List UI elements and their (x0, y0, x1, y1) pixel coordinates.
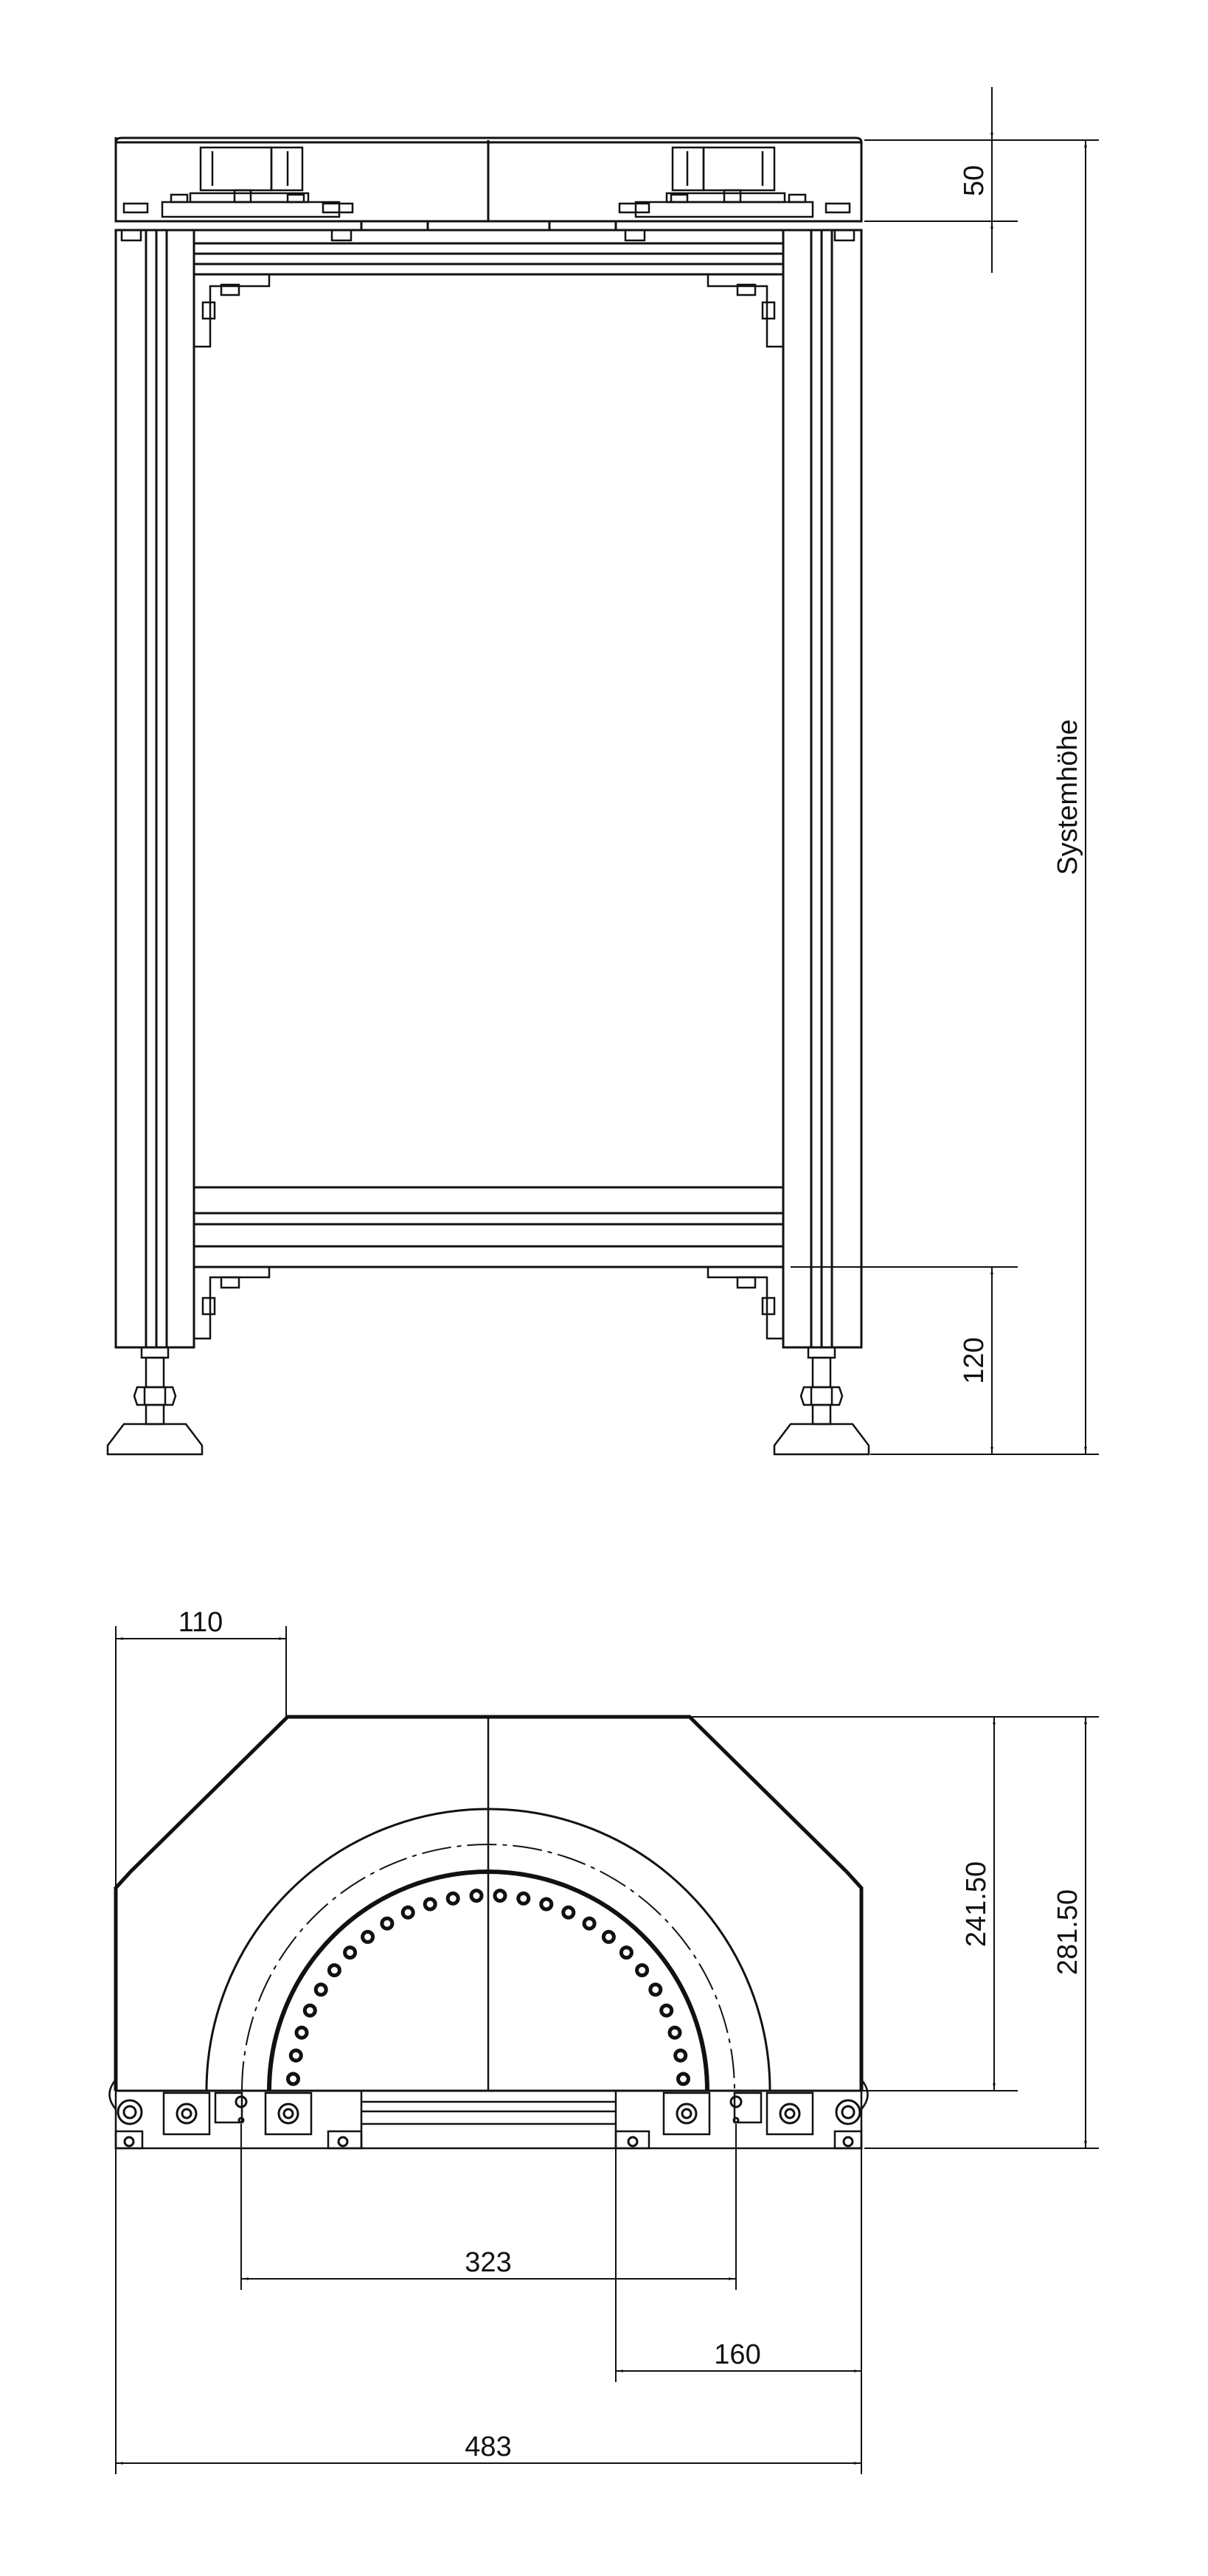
ring-hole (619, 1945, 633, 1960)
lower-brackets (194, 1266, 783, 1340)
base-rail (114, 2089, 863, 2150)
ring-hole (286, 2072, 300, 2086)
ring-hole (539, 1897, 554, 1912)
lower-crossbar (194, 1186, 783, 1268)
ring-inner (267, 1869, 709, 2091)
top-clamp-left (122, 146, 354, 218)
top-plate (114, 136, 863, 232)
right-foot (773, 1346, 870, 1456)
left-foot (106, 1346, 204, 1456)
ring-hole (327, 1963, 341, 1978)
dim-label-281-50: 281.50 (1052, 1889, 1083, 1975)
front-view (106, 136, 870, 1456)
ring-hole (343, 1945, 358, 1960)
ring-hole (659, 2003, 674, 2018)
ring-hole (445, 1891, 460, 1906)
ring-hole (493, 1889, 507, 1903)
ring-hole (380, 1916, 395, 1931)
ring-hole (516, 1891, 531, 1906)
top-clamp-right (618, 146, 851, 218)
ring-hole (423, 1897, 437, 1912)
upper-crossbar (194, 242, 783, 276)
top-view (108, 1715, 869, 2150)
right-post (782, 229, 863, 1349)
ring-centerline (241, 1844, 735, 2091)
ring-hole (469, 1889, 484, 1903)
upper-brackets (192, 273, 783, 348)
top-dimensions (115, 1626, 1099, 2474)
dim-label-483: 483 (465, 2431, 511, 2462)
dim-label-120: 120 (959, 1337, 990, 1384)
ring-hole (400, 1905, 415, 1920)
ring-holes (286, 1889, 690, 2086)
top-bolts (120, 229, 855, 242)
dim-label-110: 110 (178, 1607, 223, 1638)
ring-hole (561, 1905, 576, 1920)
dim-label-323: 323 (465, 2247, 511, 2278)
clamp-bolts (117, 2095, 861, 2148)
ring-hole (635, 1963, 650, 1978)
dim-label-241-50: 241.50 (961, 1861, 992, 1947)
ring-hole (676, 2072, 690, 2086)
ring-hole (361, 1929, 375, 1944)
dim-label-160: 160 (714, 2339, 760, 2370)
front-dimensions (791, 87, 1099, 1455)
ring-hole (288, 2048, 303, 2063)
ring-hole (313, 1982, 328, 1997)
dim-label-systemhoehe: Systemhöhe (1052, 719, 1083, 875)
left-post (114, 229, 195, 1349)
ring-hole (294, 2025, 309, 2040)
ring-hole (582, 1916, 597, 1931)
ring-hole (601, 1929, 616, 1944)
ring-hole (648, 1982, 663, 1997)
ring-outer (205, 1808, 771, 2091)
ring-hole (667, 2025, 682, 2040)
ring-hole (302, 2003, 317, 2018)
ring-hole (673, 2048, 688, 2063)
dim-label-50: 50 (959, 165, 990, 196)
